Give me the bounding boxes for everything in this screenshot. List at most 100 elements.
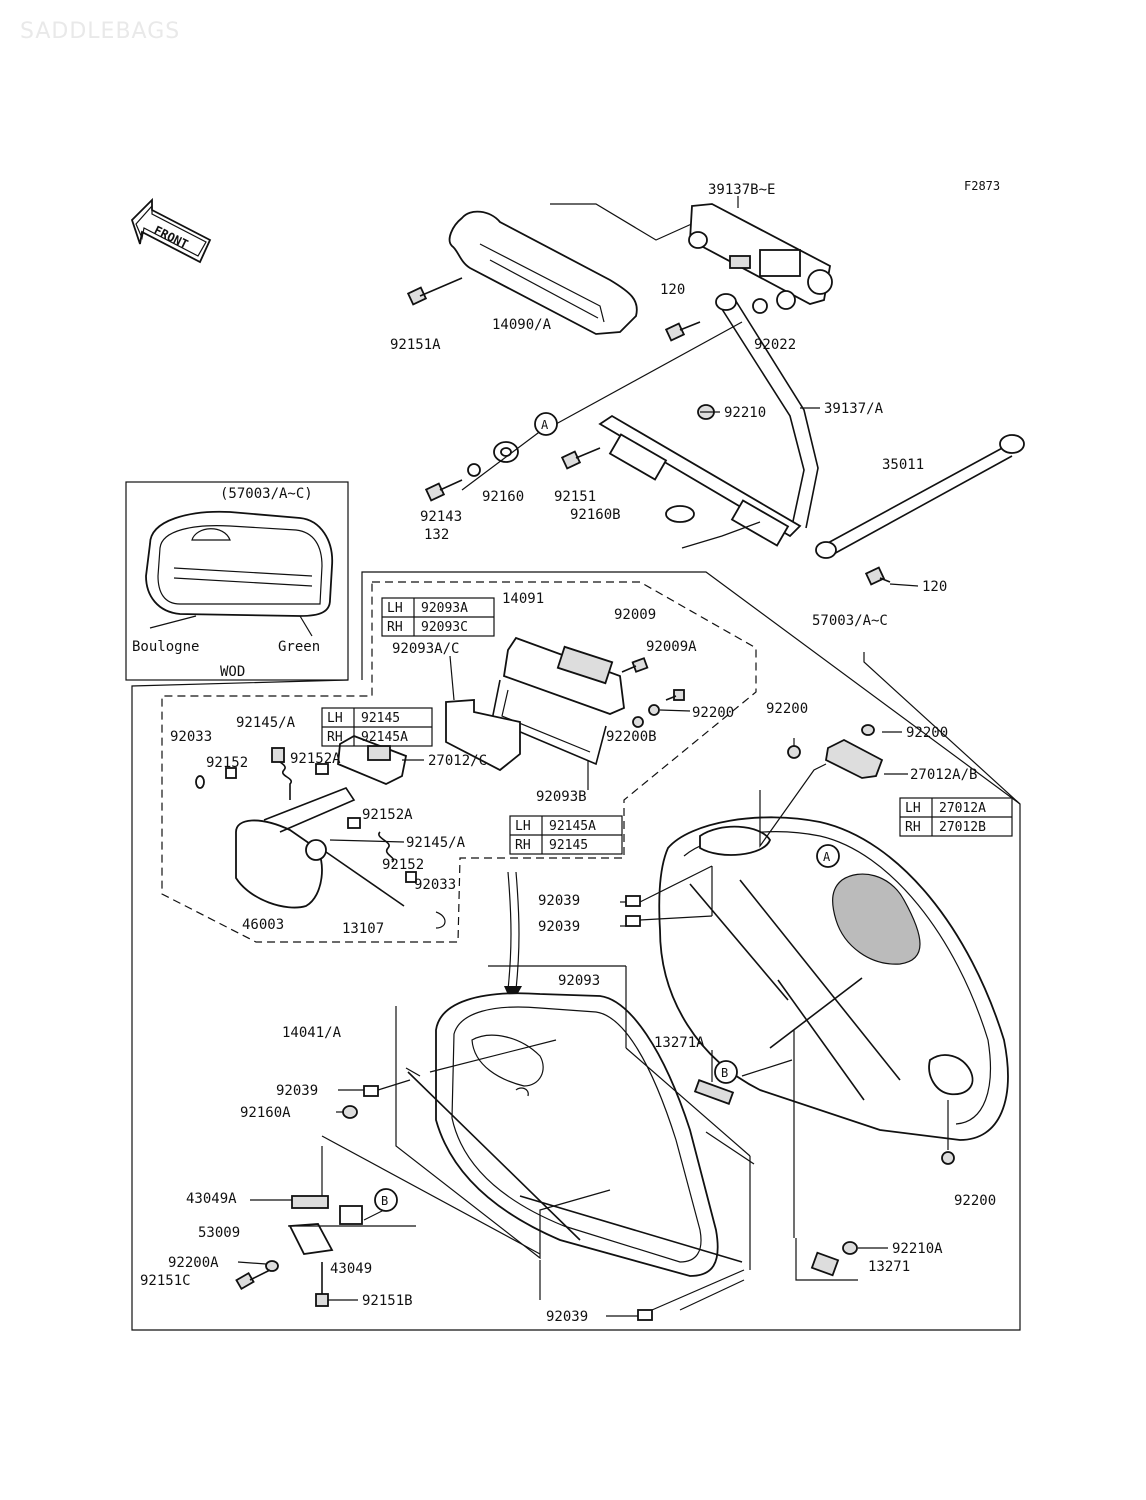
label-13271: 13271 (868, 1259, 910, 1275)
screw-92009A (665, 689, 685, 701)
watermark-text: SADDLEBAGS (20, 19, 180, 44)
label-92152A-top: 92152A (290, 751, 341, 767)
label-13271A: 13271A (654, 1035, 705, 1051)
nut-92200-right-top (861, 724, 875, 736)
nut-92160A (342, 1105, 358, 1119)
label-92143: 92143 (420, 509, 462, 525)
table-92145: LH 92145 RH 92145A (321, 707, 433, 747)
screw-92009 (621, 657, 649, 673)
svg-text:LH: LH (327, 711, 343, 726)
callout-B-left: B (374, 1188, 398, 1212)
label-132: 132 (424, 527, 449, 543)
part-92093-cover (429, 992, 719, 1277)
label-92145A-bottom: 92145/A (406, 835, 466, 851)
svg-text:B: B (381, 1194, 388, 1208)
leader-boulogne (149, 615, 197, 629)
bolt-92039-pair (625, 865, 713, 927)
label-92160A: 92160A (240, 1105, 291, 1121)
label-92152-bottom: 92152 (382, 857, 424, 873)
svg-text:27012B: 27012B (939, 820, 986, 835)
svg-text:LH: LH (387, 601, 403, 616)
inset-right-label: Green (278, 639, 320, 655)
pin-92152A-top (315, 763, 329, 775)
label-92033-bottom: 92033 (414, 877, 456, 893)
callout-B-middle: B (714, 1060, 738, 1084)
svg-text:92145A: 92145A (549, 819, 596, 834)
label-14041A: 14041/A (282, 1025, 342, 1041)
label-92151: 92151 (554, 489, 596, 505)
leader-57003 (863, 652, 1021, 805)
svg-text:27012A: 27012A (939, 801, 986, 816)
nut-92200-inner (648, 704, 660, 716)
pin-92152-top (225, 767, 237, 779)
leader-hinge-right (759, 763, 827, 848)
label-92151B: 92151B (362, 1293, 413, 1309)
leader-green (299, 615, 313, 637)
svg-text:RH: RH (327, 730, 343, 745)
label-92009A: 92009A (646, 639, 697, 655)
svg-text:RH: RH (387, 620, 403, 635)
label-92160: 92160 (482, 489, 524, 505)
part-27012AB-hinge (825, 738, 884, 779)
leader-92160B (681, 521, 761, 549)
leader-14041A (395, 1006, 611, 1260)
callout-A-right: A (816, 844, 840, 868)
grommet-92160B (665, 505, 695, 523)
svg-text:RH: RH (905, 820, 921, 835)
bolt-92151A (406, 277, 463, 306)
label-92039-bottom: 92039 (546, 1309, 588, 1325)
label-92039-left: 92039 (276, 1083, 318, 1099)
part-46003-lock (235, 819, 323, 909)
part-14090-cover (448, 210, 638, 335)
svg-text:LH: LH (515, 819, 531, 834)
bolt-92151 (560, 447, 601, 470)
pin-92152-bottom (405, 871, 417, 883)
inset-saddlebag-outline (145, 510, 333, 617)
front-arrow-icon: FRONT (130, 197, 212, 264)
main-assembly-frame (131, 571, 1021, 1331)
install-arrow (515, 871, 520, 991)
part-57003-saddlebag-shell (658, 816, 1009, 1141)
svg-text:92145A: 92145A (361, 730, 408, 745)
washer-92200A (265, 1260, 279, 1272)
bolt-120-top (664, 321, 701, 342)
clip-92033-bottom (435, 911, 446, 929)
svg-text:RH: RH (515, 838, 531, 853)
label-92145A-top: 92145/A (236, 715, 296, 731)
label-92093: 92093 (558, 973, 600, 989)
nut-92200-right (787, 745, 801, 759)
label-92200-inner: 92200 (692, 705, 734, 721)
label-92210A: 92210A (892, 1241, 943, 1257)
table-27012: LH 27012A RH 27012B (899, 797, 1013, 837)
label-14091: 14091 (502, 591, 544, 607)
label-leader-lines (237, 407, 919, 1317)
nut-92210A (842, 1241, 858, 1255)
plate-43049 (339, 1205, 363, 1225)
label-14090A: 14090/A (492, 317, 552, 333)
label-92093B: 92093B (536, 789, 587, 805)
label-92033-top: 92033 (170, 729, 212, 745)
label-43049: 43049 (330, 1261, 372, 1277)
label-92200B: 92200B (606, 729, 657, 745)
label-120-top: 120 (660, 282, 685, 298)
bolt-92039-left (363, 1085, 379, 1097)
leader-39137BE (550, 203, 697, 241)
svg-text:92093A: 92093A (421, 601, 468, 616)
label-92210: 92210 (724, 405, 766, 421)
rod-13107 (325, 851, 405, 907)
label-92151A: 92151A (390, 337, 441, 353)
label-92160B: 92160B (570, 507, 621, 523)
svg-text:92145: 92145 (361, 711, 400, 726)
clip-92033-top (195, 775, 205, 789)
label-92022: 92022 (754, 337, 796, 353)
callout-A-top: A (534, 412, 558, 436)
label-92200-bottom-right: 92200 (954, 1193, 996, 1209)
part-35011-rod (815, 434, 1025, 559)
label-46003: 46003 (242, 917, 284, 933)
part-number-labels: 39137B~E 120 92151A 14090/A 92022 92210 … (140, 182, 996, 1325)
svg-text:LH: LH (905, 801, 921, 816)
svg-text:A: A (823, 850, 831, 864)
plate-13271A (693, 1079, 735, 1105)
